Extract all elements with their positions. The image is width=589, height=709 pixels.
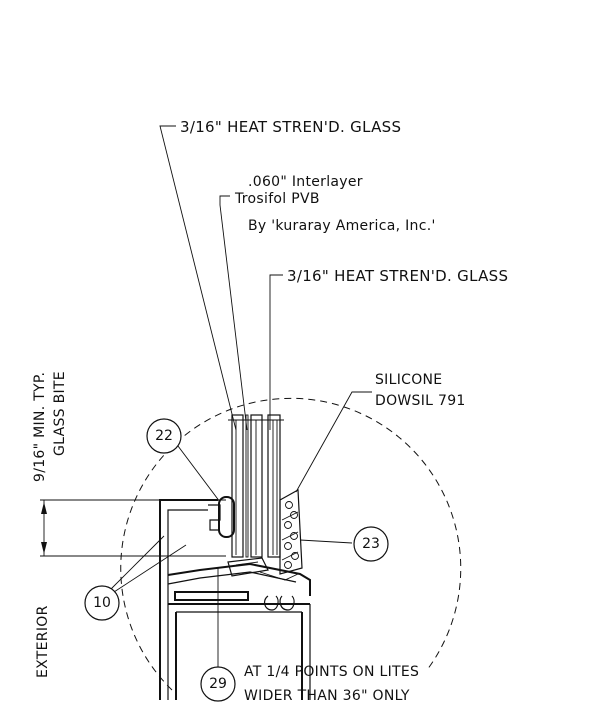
- silicone-label-line2: DOWSIL 791: [375, 393, 466, 409]
- interlayer-label-line3: By 'kuraray America, Inc.': [248, 218, 436, 234]
- glass-bite-label-line2: GLASS BITE: [52, 371, 68, 456]
- outer-glass-label: 3/16" HEAT STREN'D. GLASS: [180, 118, 401, 136]
- glazing-gasket: [208, 496, 235, 538]
- svg-text:29: 29: [209, 676, 227, 692]
- interlayer-label-line1: .060" Interlayer: [248, 174, 363, 190]
- svg-text:23: 23: [362, 536, 380, 552]
- leader-lines: [110, 125, 372, 668]
- glass-bite-dimension: [40, 499, 226, 557]
- setting-block-note-line2: WIDER THAN 36" ONLY: [244, 688, 410, 704]
- silicone-bead: [279, 489, 303, 575]
- setting-block-note-line1: AT 1/4 POINTS ON LITES: [244, 664, 419, 680]
- callout-29: 29: [200, 666, 236, 702]
- silicone-label-line1: SILICONE: [375, 372, 442, 388]
- glass-bite-label-line1: 9/16" MIN. TYP.: [32, 372, 48, 482]
- detail-boundary-arc: [120, 397, 462, 691]
- callout-23: 23: [353, 526, 389, 562]
- callout-22: 22: [146, 418, 182, 454]
- svg-text:10: 10: [93, 595, 111, 611]
- callout-10: 10: [84, 585, 120, 621]
- svg-text:22: 22: [155, 428, 173, 444]
- exterior-label: EXTERIOR: [35, 605, 51, 678]
- interlayer-label-line2: Trosifol PVB: [234, 191, 320, 207]
- inner-glass-label: 3/16" HEAT STREN'D. GLASS: [287, 267, 508, 285]
- laminated-glass: [228, 414, 284, 558]
